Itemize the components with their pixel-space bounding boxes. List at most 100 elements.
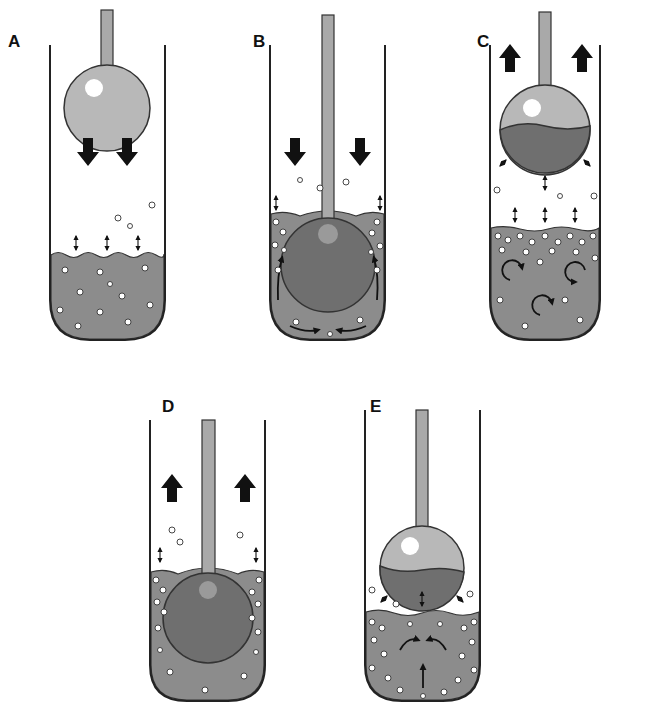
panel-b (322, 15, 334, 225)
panel-b (273, 219, 279, 225)
panel-a (142, 265, 148, 271)
panel-d (158, 648, 163, 653)
panel-c (579, 239, 585, 245)
panel-a (108, 282, 113, 287)
panel-letter: A (8, 33, 20, 50)
panel-c (571, 44, 593, 72)
panel-b (369, 250, 374, 255)
panel-e (467, 591, 473, 597)
panel-e (385, 675, 391, 681)
panel-d (155, 625, 161, 631)
panel-c (495, 233, 501, 239)
panel-d (199, 581, 217, 599)
panel-e (393, 601, 399, 607)
panel-a (50, 10, 165, 340)
panel-c (499, 44, 521, 72)
panel-d (150, 420, 265, 701)
panel-c (555, 239, 561, 245)
panel-d (167, 669, 173, 675)
panel-b (275, 267, 281, 273)
panel-a (149, 202, 155, 208)
panel-c (490, 45, 600, 340)
panel-d (254, 650, 259, 655)
panel-e (461, 625, 467, 631)
panel-a (85, 79, 103, 97)
panel-d (151, 568, 264, 700)
panel-d (202, 687, 208, 693)
panel-e (408, 622, 413, 627)
panel-d (177, 539, 183, 545)
panel-b (284, 138, 306, 166)
panel-e (401, 537, 419, 555)
panel-a (77, 138, 99, 166)
panel-d (241, 673, 247, 679)
panel-c (529, 239, 535, 245)
panel-d (160, 587, 166, 593)
panel-letter: E (370, 398, 381, 415)
panel-a (51, 253, 164, 340)
panel-b (298, 178, 303, 183)
panel-e (421, 694, 426, 699)
panel-b (374, 267, 380, 273)
panel-letter: B (253, 33, 265, 50)
panel-b (280, 229, 286, 235)
panel-d (202, 420, 215, 580)
panel-c (544, 176, 545, 190)
panel-a (57, 202, 155, 329)
panel-b (272, 178, 383, 337)
panel-d (169, 527, 175, 533)
panel-c (491, 227, 599, 339)
panel-d (255, 629, 261, 635)
panel-c (562, 297, 568, 303)
panel-c (577, 317, 583, 323)
panel-d (249, 589, 255, 595)
panel-b (338, 326, 366, 331)
panel-b (379, 196, 380, 210)
panel-a (75, 323, 81, 329)
panel-a (116, 138, 138, 166)
panel-c (542, 233, 548, 239)
panel-e (421, 592, 422, 606)
panel-b (318, 224, 338, 244)
panel-e (365, 410, 480, 701)
panel-d (153, 577, 159, 583)
panel-c (539, 12, 551, 90)
panel-a (115, 215, 121, 221)
panel-c (522, 323, 528, 329)
panel-d (255, 548, 256, 562)
panel-c (499, 247, 505, 253)
panel-b (377, 243, 383, 249)
panel-b (357, 317, 363, 323)
panel-e (457, 596, 463, 602)
panel-c (573, 249, 579, 255)
panel-b (343, 179, 349, 185)
panel-e (471, 619, 477, 625)
panel-c (584, 160, 590, 166)
panel-e (471, 667, 477, 673)
panel-d (249, 615, 255, 621)
panel-e (400, 639, 418, 650)
panel-c (567, 233, 573, 239)
panel-c (514, 208, 515, 222)
panel-a (119, 293, 125, 299)
panel-d (161, 474, 183, 502)
panel-e (380, 566, 464, 611)
panel-d (150, 420, 265, 701)
panel-e (428, 639, 446, 650)
panel-c (532, 295, 552, 315)
panel-b (272, 242, 278, 248)
panel-c (549, 248, 555, 254)
panel-a (125, 319, 131, 325)
panel-b (374, 219, 380, 225)
panel-a (106, 236, 107, 250)
panel-b (282, 248, 287, 253)
panel-a (97, 309, 103, 315)
panel-a (97, 269, 103, 275)
panel-d (154, 599, 160, 605)
panel-b (281, 218, 375, 312)
panel-c (523, 249, 529, 255)
panel-d (161, 609, 167, 615)
panel-e (455, 677, 461, 683)
panel-d (163, 573, 253, 663)
panel-c (500, 85, 590, 175)
